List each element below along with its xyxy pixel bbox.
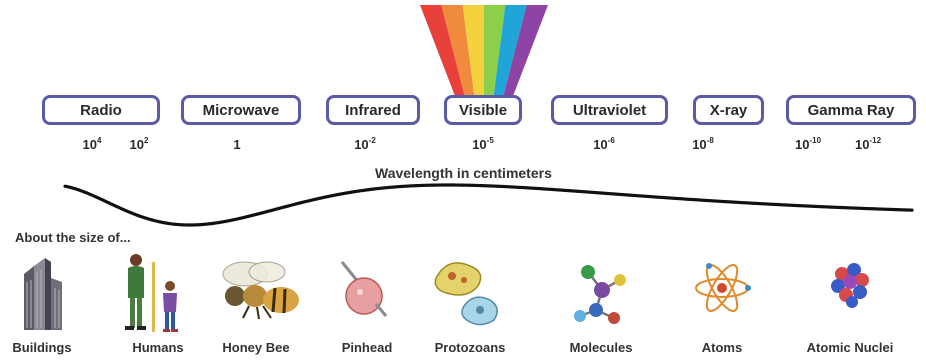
object-label-protozoans: Protozoans bbox=[435, 340, 506, 355]
wavelength-infrared: 10-2 bbox=[354, 136, 376, 152]
band-radio: Radio bbox=[42, 95, 160, 125]
wavelength-visible: 10-5 bbox=[472, 136, 494, 152]
atom-icon bbox=[692, 252, 752, 322]
band-label: Gamma Ray bbox=[808, 102, 895, 119]
wavelength-microwave: 1 bbox=[233, 136, 240, 152]
object-label-molecules: Molecules bbox=[570, 340, 633, 355]
band-label: Microwave bbox=[203, 102, 280, 119]
wavelength-wave bbox=[0, 175, 926, 245]
atomic-nuclei-icon bbox=[826, 252, 876, 312]
object-label-humans: Humans bbox=[132, 340, 183, 355]
band-label: Radio bbox=[80, 102, 122, 119]
protozoans-icon bbox=[428, 252, 508, 332]
wavelength-radio-1: 104 bbox=[83, 136, 102, 152]
band-microwave: Microwave bbox=[181, 95, 301, 125]
band-x-ray: X-ray bbox=[693, 95, 764, 125]
wavelength-gamma-2: 10-12 bbox=[855, 136, 881, 152]
band-label: Infrared bbox=[345, 102, 401, 119]
band-visible: Visible bbox=[444, 95, 522, 125]
object-label-honey-bee: Honey Bee bbox=[222, 340, 289, 355]
buildings-icon bbox=[18, 252, 66, 332]
band-infrared: Infrared bbox=[326, 95, 420, 125]
size-caption: About the size of... bbox=[15, 230, 131, 245]
wavelength-x-ray: 10-8 bbox=[692, 136, 714, 152]
band-label: X-ray bbox=[710, 102, 748, 119]
visible-spectrum-prism bbox=[0, 0, 926, 110]
wavelength-ultraviolet: 10-6 bbox=[593, 136, 615, 152]
wavelength-gamma-1: 10-10 bbox=[795, 136, 821, 152]
object-label-pinhead: Pinhead bbox=[342, 340, 393, 355]
molecules-icon bbox=[568, 252, 638, 332]
object-label-atomic-nuclei: Atomic Nuclei bbox=[807, 340, 894, 355]
honey-bee-icon bbox=[215, 252, 305, 322]
pinhead-icon bbox=[336, 252, 396, 322]
band-label: Visible bbox=[459, 102, 507, 119]
humans-icon bbox=[120, 252, 190, 336]
band-label: Ultraviolet bbox=[573, 102, 646, 119]
band-gamma-ray: Gamma Ray bbox=[786, 95, 916, 125]
object-label-buildings: Buildings bbox=[12, 340, 71, 355]
band-ultraviolet: Ultraviolet bbox=[551, 95, 668, 125]
wavelength-radio-2: 102 bbox=[130, 136, 149, 152]
object-label-atoms: Atoms bbox=[702, 340, 742, 355]
